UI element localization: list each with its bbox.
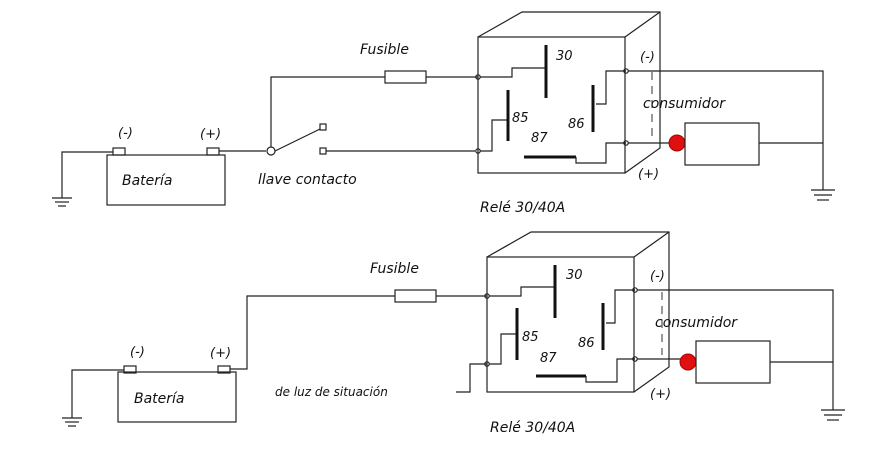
- pin-87-label: 87: [531, 131, 548, 146]
- relay-pos-label: (+): [638, 167, 659, 182]
- junction-node: [266, 146, 276, 156]
- fuse-label: Fusible: [360, 42, 409, 58]
- ignition-switch-top: llave contacto: [258, 123, 475, 188]
- relay-neg-label: (-): [650, 269, 665, 284]
- input-label: de luz de situación: [275, 385, 388, 399]
- ground-symbol-top-left: [52, 197, 72, 207]
- pin-85-label: 85: [522, 330, 539, 345]
- fuse-top: [384, 70, 427, 84]
- battery-bottom: Batería (-) (+): [117, 345, 237, 423]
- relay-label: Relé 30/40A: [490, 420, 575, 436]
- consumer-top: consumidor: [628, 96, 823, 166]
- top-diagram: Batería (-) (+) Fusible llave contacto: [52, 11, 835, 216]
- consumer-label: consumidor: [643, 96, 726, 112]
- fuse-label: Fusible: [370, 261, 419, 277]
- ground-symbol-bottom-left: [62, 417, 82, 427]
- pin-30-label: 30: [566, 268, 583, 283]
- lamp-icon: [668, 134, 686, 152]
- battery-neg-label: (-): [118, 126, 133, 141]
- bottom-diagram: Batería (-) (+) Fusible de luz de situac…: [62, 231, 845, 436]
- pin-86-label: 86: [578, 336, 595, 351]
- battery-label: Batería: [122, 173, 173, 189]
- lamp-icon: [679, 353, 697, 371]
- consumer-bottom: consumidor: [637, 315, 833, 384]
- battery-neg-label: (-): [130, 345, 145, 360]
- relay-label: Relé 30/40A: [480, 200, 565, 216]
- battery-pos-label: (+): [210, 346, 231, 361]
- fuse-bottom: [394, 289, 437, 303]
- relay-neg-label: (-): [640, 50, 655, 65]
- ground-symbol-bottom-right: [821, 409, 845, 421]
- consumer-label: consumidor: [655, 315, 738, 331]
- battery-label: Batería: [134, 391, 185, 407]
- pin-30-label: 30: [556, 49, 573, 64]
- ground-symbol-top-right: [811, 189, 835, 201]
- pin-85-label: 85: [512, 111, 529, 126]
- switch-label: llave contacto: [258, 172, 357, 188]
- battery-top: Batería (-) (+): [106, 126, 226, 206]
- relay-pos-label: (+): [650, 387, 671, 402]
- pin-87-label: 87: [540, 351, 557, 366]
- relay-bottom: 30 85 87 86 (-) (+): [484, 231, 671, 402]
- battery-pos-label: (+): [200, 127, 221, 142]
- pin-86-label: 86: [568, 117, 585, 132]
- relay-top: 30 85 87 86 (-) (+): [475, 11, 661, 182]
